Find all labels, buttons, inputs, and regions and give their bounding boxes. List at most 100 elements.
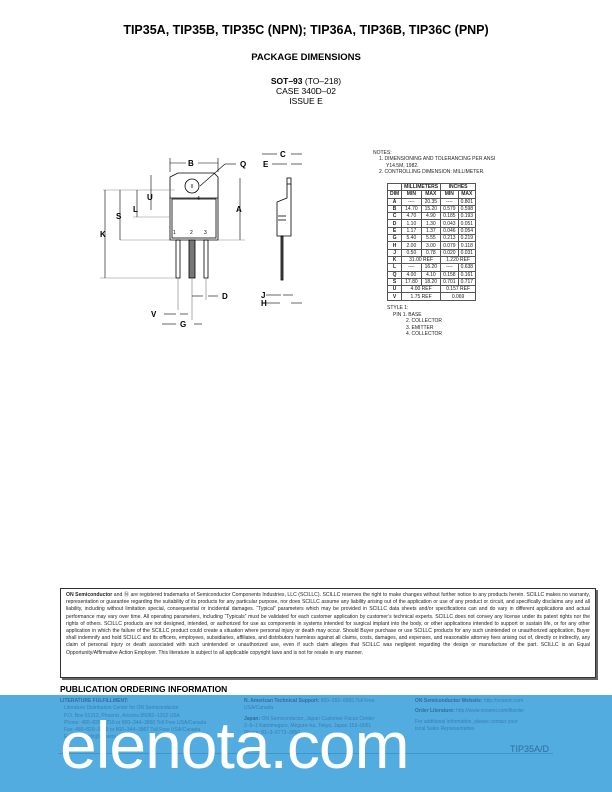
dim-value: 0.031 [457,248,477,257]
dim-value: ---- [401,263,422,272]
dim-value: 5.40 [401,234,422,243]
svg-text:1: 1 [173,230,176,236]
svg-text:E: E [263,160,269,169]
website-label: ON Semiconductor Website: [415,698,483,704]
dim-value: 0.046 [440,226,459,236]
lit-line: P.O. Box 61312, Phoenix, Arizona 85082–1… [64,712,180,719]
dim-value: 0.193 [457,212,477,221]
dim-label: A [386,197,403,206]
dim-value: 0.801 [457,197,477,206]
support-heading: N. American Technical Support: [244,698,320,704]
dim-value: 0.020 [440,248,459,257]
order-label: Order Literature: [415,708,455,715]
footer-banner: LITERATURE FULFILLMENT: Literature Distr… [0,695,612,792]
table-row: L----16.20----0.638 [386,263,477,272]
dim-value: 0.118 [457,241,477,250]
japan-line: ON Semiconductor, Japan Customer Focus C… [261,715,375,722]
dim-value: 0.079 [440,241,459,250]
dim-label: D [386,219,403,228]
note-item: 2. CONTROLLING DIMENSION: MILLIMETER. [379,169,485,176]
dim-value: 18.20 [420,277,442,287]
dim-label: L [386,263,403,272]
package-name: SOT–93 [270,76,303,86]
dim-value: 0.158 [440,270,459,279]
dim-value: 0.069 [440,292,477,301]
dim-value: 1.220 REF [440,255,477,265]
svg-text:K: K [100,230,106,239]
svg-text:3: 3 [204,230,207,236]
notes-heading: NOTES: [373,150,392,156]
col-header: MIN [401,190,422,199]
dim-value: 0.054 [457,226,477,236]
lit-line: Phone: 480–829–7710 or 800–344–3860 Toll… [64,719,207,726]
dim-value: 31.00 REF [401,255,442,265]
order-link[interactable]: http://www.onsemi.com/litorder [456,708,525,715]
pin-item: 4. COLLECTOR [406,331,443,338]
lit-line: Fax: 480–829–3709 or 800–344–3867 Toll F… [64,727,201,734]
svg-text:C: C [280,150,286,159]
lit-heading: LITERATURE FULFILLMENT: [60,698,129,704]
legal-text: and Ⓝ are registered trademarks of Semic… [66,592,590,656]
dim-value: 14.70 [401,204,422,214]
svg-text:D: D [222,292,228,301]
note-item: 1. DIMENSIONING AND TOLERANCING PER ANSI [379,156,496,163]
lit-email-link[interactable]: Email: orderlit@onsemi.com [64,734,127,741]
dim-value: 0.50 [401,248,422,257]
dim-value: 0.051 [457,219,477,228]
dim-label: V [386,292,403,301]
svg-text:L: L [133,205,138,214]
dim-label: E [386,226,403,236]
svg-text:Q: Q [240,160,246,169]
watermark-text: elenota.com [60,708,410,782]
dim-value: 2.00 [401,241,422,250]
legal-disclaimer: ON Semiconductor and Ⓝ are registered tr… [60,588,596,678]
contact-line: local Sales Representative. [415,725,476,732]
col-header: MIN [440,190,459,199]
literature-column: LITERATURE FULFILLMENT: Literature Distr… [60,698,206,742]
dim-value: 0.78 [420,248,442,257]
dim-value: 0.213 [440,234,459,243]
dim-value: 0.579 [440,204,459,214]
brand-name: ON Semiconductor [66,592,113,598]
dim-value: 3.00 [420,241,442,250]
support-column: N. American Technical Support: 800–282–9… [244,698,414,737]
footer-divider [58,753,553,754]
dim-value: 0.043 [440,219,459,228]
dim-value: 20.35 [420,197,442,206]
svg-text:V: V [151,310,157,319]
group-header-in: INCHES [440,182,477,192]
japan-line: Phone: 81–3–5773–3850 [244,730,301,737]
svg-text:4: 4 [197,196,200,202]
style-heading: STYLE 1: [387,305,409,311]
dim-label: K [386,255,403,265]
dim-value: 4.70 [401,212,422,221]
lit-line: Literature Distribution Center for ON Se… [64,705,179,712]
dim-label: C [386,212,403,221]
style-block: STYLE 1: PIN 1. BASE 2. COLLECTOR 3. EMI… [387,305,442,338]
svg-text:B: B [188,159,194,168]
japan-label: Japan: [244,715,261,722]
dimension-table: MILLIMETERS INCHES DIM MIN MAX MIN MAX A… [386,182,477,301]
dim-value: ---- [440,263,459,272]
section-heading: PACKAGE DIMENSIONS [251,52,361,63]
dim-value: 0.157 REF [440,285,477,294]
dim-value: ---- [440,197,459,206]
dim-value: 0.161 [457,270,477,279]
group-header-mm: MILLIMETERS [401,182,442,192]
support-region: USA/Canada [244,705,274,712]
svg-text:H: H [261,299,267,308]
pin-item: 2. COLLECTOR [406,318,443,325]
package-drawing: 1 2 3 4 B Q K S L U A V G [100,150,302,329]
notes-block: NOTES: 1. DIMENSIONING AND TOLERANCING P… [373,150,495,176]
website-link[interactable]: http://onsemi.com [483,698,524,704]
svg-text:U: U [147,193,153,202]
dim-value: 1.17 [401,226,422,236]
website-column: ON Semiconductor Website: http://onsemi.… [415,698,555,733]
